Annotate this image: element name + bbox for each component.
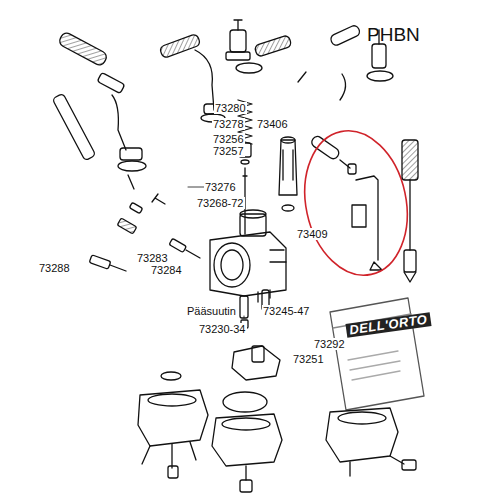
float-bowl bbox=[212, 414, 282, 492]
needle-clip bbox=[241, 160, 249, 164]
float-bowl bbox=[138, 390, 208, 478]
carburetor-body bbox=[210, 210, 286, 302]
callout-number: 73276 bbox=[204, 181, 237, 193]
callout-number: 73284 bbox=[150, 264, 183, 276]
callout-number: 73251 bbox=[292, 353, 325, 365]
callout-number: 73280 bbox=[214, 102, 247, 114]
callout-number: 73230-34 bbox=[198, 323, 247, 335]
callout-number: 73406 bbox=[256, 118, 289, 130]
leader-lines bbox=[188, 187, 244, 318]
callout-number: 73268-72 bbox=[196, 197, 245, 209]
callout-number: 73288 bbox=[38, 262, 71, 274]
diagram-title: PHBN bbox=[366, 24, 421, 46]
bowl-gasket bbox=[223, 392, 267, 412]
choke-lever-73409 bbox=[310, 134, 382, 270]
jet-screws bbox=[89, 194, 200, 271]
cable-adjuster bbox=[402, 140, 418, 282]
bowl-gasket bbox=[161, 372, 181, 380]
throttle-slide bbox=[279, 137, 297, 211]
callout-number: 73256 bbox=[212, 133, 245, 145]
throttle-grip bbox=[52, 31, 146, 189]
float bbox=[232, 346, 280, 380]
part-name: Pääsuutin bbox=[186, 305, 237, 317]
callout-number: 73409 bbox=[296, 228, 329, 240]
brand-logo: DELL'ORTO bbox=[345, 312, 431, 338]
callout-number: 73257 bbox=[212, 145, 245, 157]
callout-number: 73292 bbox=[313, 338, 346, 350]
callout-number: 73245-47 bbox=[262, 305, 311, 317]
highlight-circle bbox=[292, 121, 420, 285]
choke-cable-top bbox=[226, 20, 292, 73]
callout-number: 73283 bbox=[136, 252, 169, 264]
callout-number: 73278 bbox=[212, 118, 245, 130]
float-bowl bbox=[326, 408, 416, 476]
